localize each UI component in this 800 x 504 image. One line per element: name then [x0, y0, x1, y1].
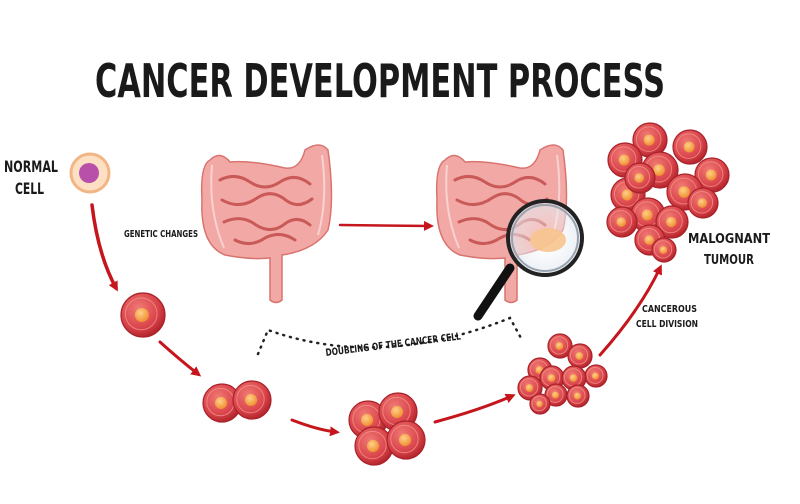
malignant-tumour-cell [632, 122, 668, 158]
four-cell-group [386, 420, 426, 460]
normal-cell [69, 152, 111, 194]
malignant-tumour-cell [655, 205, 689, 239]
arrow-to-two-cells [158, 340, 202, 377]
malignant-tumour-cell [624, 162, 656, 194]
label-tumour: TUMOUR [704, 253, 754, 268]
cell-cluster [529, 393, 551, 415]
arrow-to-cluster [433, 393, 516, 424]
arrows [90, 203, 662, 437]
arrow-intestine-to-magnified [338, 220, 434, 231]
cell-cluster [517, 375, 543, 401]
four-cell-group [354, 426, 394, 466]
page-title: CANCER DEVELOPMENT PROCESS [95, 54, 665, 108]
cell-cluster [547, 333, 573, 359]
label-cancerous: CANCEROUS [642, 304, 697, 315]
arrow-genetic-changes [90, 203, 118, 292]
cell-cluster [561, 365, 587, 391]
magnifying-glass-icon [473, 199, 584, 321]
doubling-dotted-bracket [256, 316, 524, 356]
cell-cluster [567, 343, 593, 369]
intestine-illustration [200, 144, 333, 304]
malignant-tumour-cell [687, 187, 719, 219]
cell-cluster [584, 364, 608, 388]
label-doubling: DOUBLING OF THE CANCER CELL [325, 331, 462, 359]
cell-cluster [544, 383, 568, 407]
malignant-tumour-cell [606, 206, 638, 238]
label-genetic-changes: GENETIC CHANGES [124, 229, 198, 240]
cancer-cell [120, 292, 166, 338]
dividing-cell [202, 383, 242, 423]
arrow-to-four-cells [290, 418, 340, 437]
arrow-to-tumour [598, 264, 662, 357]
malignant-tumour-cell [672, 129, 708, 165]
label-malignant: MALOGNANT [688, 232, 770, 247]
label-cell-division: CELL DIVISION [636, 319, 698, 330]
label-normal-cell-2: CELL [15, 179, 44, 198]
malignant-tumour-cell [651, 237, 677, 263]
label-normal-cell: NORMAL [4, 157, 58, 176]
dividing-cell [232, 380, 272, 420]
cell-cluster [566, 384, 590, 408]
